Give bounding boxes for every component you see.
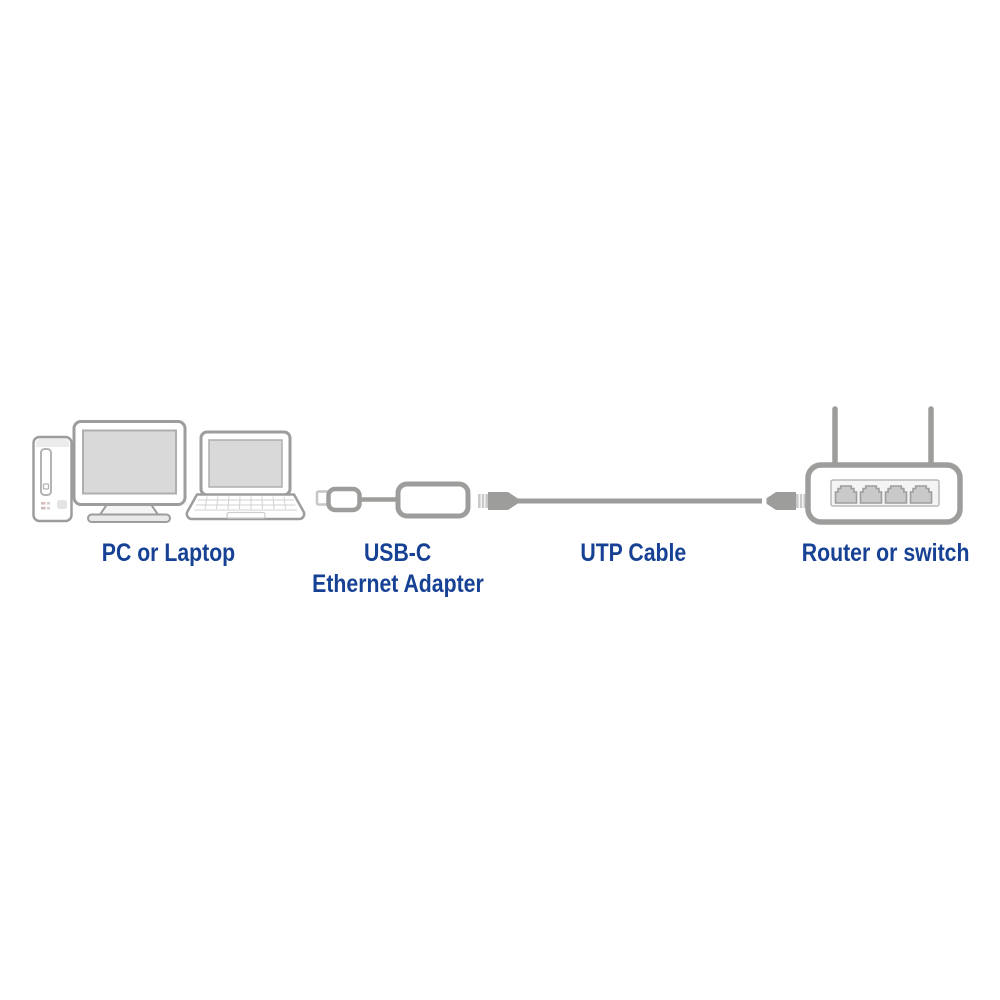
pc-tower-icon [32,435,73,523]
router-icon [805,406,963,525]
usb-c-ethernet-adapter-icon [315,481,471,519]
adapter-label: USB-C Ethernet Adapter [278,538,518,600]
monitor-icon [72,420,187,523]
pc-label: PC or Laptop [48,538,288,569]
laptop-icon [185,430,306,521]
adapter-label-line1: USB-C [364,539,432,567]
router-label: Router or switch [766,538,1000,569]
cable-label: UTP Cable [513,538,753,569]
pc-label-text: PC or Laptop [101,539,235,567]
cable-label-text: UTP Cable [580,539,686,567]
rj45-port-icon [834,485,933,504]
router-label-text: Router or switch [802,539,970,567]
adapter-label-line2: Ethernet Adapter [312,570,484,598]
utp-cable-icon [478,492,806,511]
